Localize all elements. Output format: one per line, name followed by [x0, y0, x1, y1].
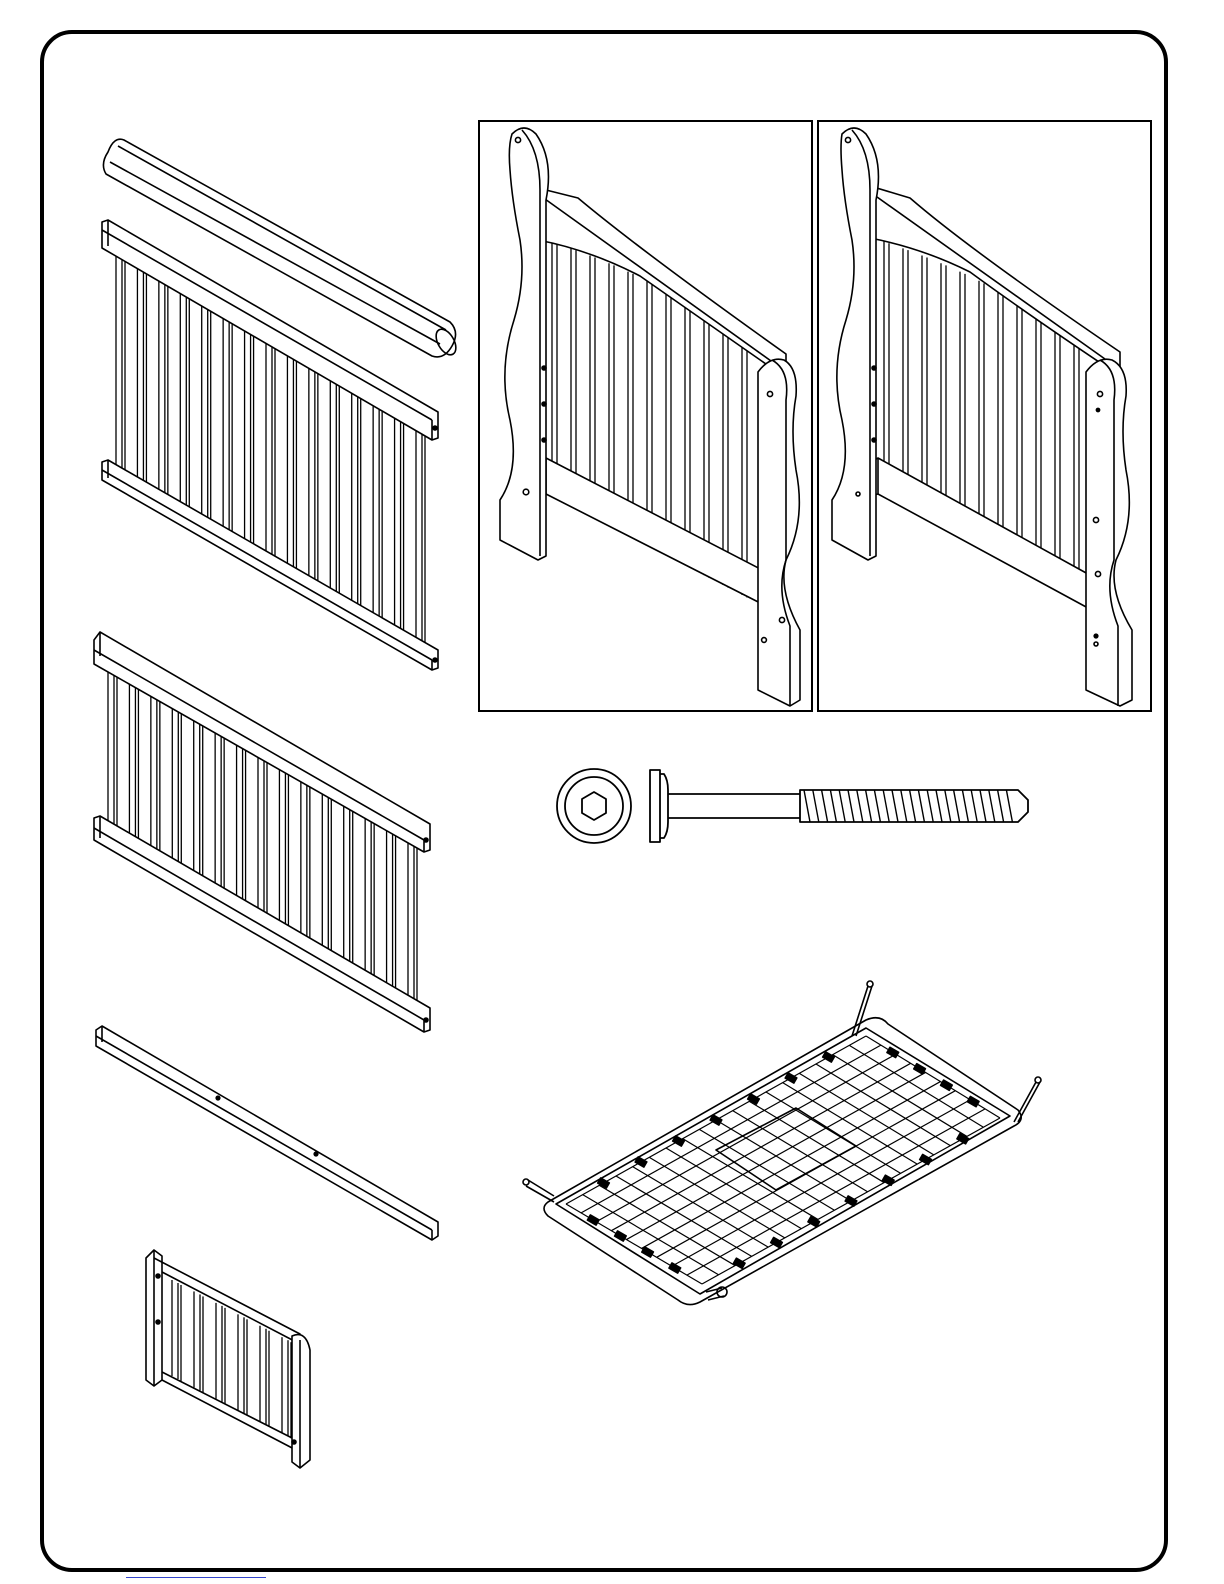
spring-clip [941, 1080, 953, 1090]
spring-clip [642, 1247, 654, 1257]
headboard-panel [500, 128, 800, 706]
spring-clip [669, 1263, 681, 1273]
spindle-group [172, 1280, 291, 1438]
spring-clip [808, 1217, 820, 1227]
allen-bolt [557, 769, 1028, 843]
footboard-panel [832, 128, 1132, 706]
thread [954, 790, 960, 822]
mattress-spring-frame [523, 981, 1041, 1305]
back-rail-with-spindles [94, 632, 430, 1032]
spring-clip [771, 1237, 783, 1247]
thread [892, 790, 898, 822]
grid-wire [581, 1045, 881, 1213]
spring-clip [920, 1154, 932, 1164]
spring-clip [845, 1196, 857, 1206]
spring-clip [673, 1136, 685, 1146]
thread [857, 790, 863, 822]
spring-clip [882, 1175, 894, 1185]
spring-clip [710, 1115, 722, 1125]
thread [962, 790, 968, 822]
thread [918, 790, 924, 822]
thread [971, 790, 977, 822]
toddler-guard-rail [146, 1250, 310, 1468]
thread [927, 790, 933, 822]
spring-clip [967, 1097, 979, 1107]
thread [945, 790, 951, 822]
thread [980, 790, 986, 822]
link-underline [126, 1568, 266, 1578]
thread [839, 790, 845, 822]
thread [989, 790, 995, 822]
spring-clip [887, 1047, 899, 1057]
spring-clip [748, 1094, 760, 1104]
page-border [42, 32, 1166, 1570]
spring-clip [635, 1157, 647, 1167]
thread [874, 790, 880, 822]
spring-clip [587, 1215, 599, 1225]
spring-clip [615, 1231, 627, 1241]
thread [998, 790, 1004, 822]
spring-clip [914, 1064, 926, 1074]
spring-clip [733, 1258, 745, 1268]
footer-link-underline[interactable] [126, 1568, 266, 1578]
thread [866, 790, 872, 822]
spring-clip [598, 1178, 610, 1188]
thread [822, 790, 828, 822]
thread [883, 790, 889, 822]
thread [813, 790, 819, 822]
thread [804, 790, 810, 822]
spring-clip [957, 1134, 969, 1144]
thread [848, 790, 854, 822]
stabilizer-bar [96, 1026, 438, 1240]
thread [910, 790, 916, 822]
thread [1006, 790, 1012, 822]
thread [901, 790, 907, 822]
spring-clip [785, 1073, 797, 1083]
thread [830, 790, 836, 822]
bolt-thread-lines [804, 790, 1012, 822]
thread [936, 790, 942, 822]
spindle-group [108, 668, 417, 1018]
spring-clip [823, 1052, 835, 1062]
